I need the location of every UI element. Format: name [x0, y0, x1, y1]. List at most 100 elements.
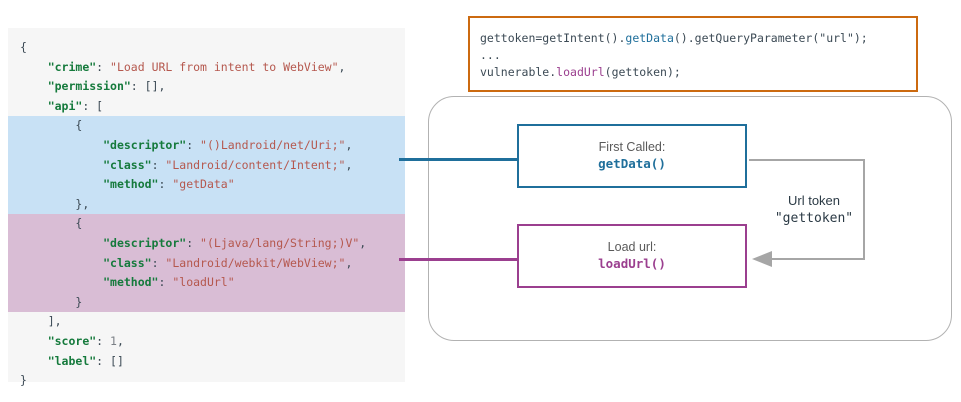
json-string: "loadUrl"	[172, 275, 235, 290]
json-punct: :	[158, 177, 173, 192]
json-indent	[20, 158, 103, 172]
json-key: "descriptor"	[103, 235, 187, 250]
json-line: "api": [	[8, 97, 405, 117]
url-token-value: "gettoken"	[774, 211, 854, 226]
json-key: "label"	[47, 353, 97, 368]
json-key: "api"	[47, 98, 83, 113]
json-punct: :	[186, 235, 201, 250]
json-punct: {	[75, 216, 83, 231]
json-indent	[20, 236, 103, 250]
json-line: "permission": [],	[8, 77, 405, 97]
connector-json-to-getdata	[399, 158, 519, 161]
json-punct: : [],	[130, 79, 166, 94]
code-method-getdata: getData	[625, 31, 674, 45]
json-punct: {	[20, 40, 27, 54]
json-indent	[20, 354, 48, 368]
json-number: 1	[110, 333, 117, 348]
json-line: {	[8, 116, 405, 136]
connector-token-bottom-segment	[772, 258, 865, 260]
json-line: "crime": "Load URL from intent to WebVie…	[8, 58, 405, 78]
json-punct: : [	[82, 98, 104, 113]
code-text: (gettoken);	[604, 65, 681, 79]
connector-json-to-loadurl	[399, 258, 519, 261]
json-string: "(Ljava/lang/String;)V"	[200, 235, 360, 250]
json-key: "score"	[47, 333, 97, 348]
json-string: "()Landroid/net/Uri;"	[200, 137, 346, 152]
json-punct: ,	[338, 59, 346, 74]
json-indent	[20, 177, 103, 191]
json-punct: ,	[345, 137, 353, 152]
json-punct: ],	[47, 314, 62, 329]
json-punct: ,	[116, 333, 124, 348]
json-line: "descriptor": "(Ljava/lang/String;)V",	[8, 233, 405, 254]
connector-arrowhead-icon	[752, 251, 772, 267]
url-token-annotation: Url token "gettoken"	[762, 192, 866, 228]
connector-token-top-segment	[749, 159, 865, 161]
code-line: vulnerable.loadUrl(gettoken);	[480, 64, 916, 81]
json-key: "permission"	[47, 79, 131, 94]
json-line: "method": "loadUrl"	[8, 273, 405, 293]
code-text: ().getQueryParameter("url");	[673, 31, 868, 45]
json-line: "label": []	[8, 352, 405, 372]
json-line: }	[8, 292, 405, 313]
json-indent	[20, 99, 48, 113]
json-line: {	[8, 214, 405, 234]
json-punct: }	[75, 294, 83, 309]
flow-group-container	[428, 96, 952, 341]
json-indent	[20, 197, 75, 211]
json-line: "descriptor": "()Landroid/net/Uri;",	[8, 135, 405, 156]
json-key: "class"	[103, 157, 152, 172]
json-key: "method"	[103, 275, 159, 290]
json-string: "Landroid/content/Intent;"	[165, 157, 346, 172]
json-line: "class": "Landroid/webkit/WebView;",	[8, 253, 405, 274]
code-text: gettoken=getIntent().	[480, 31, 626, 45]
json-punct: ,	[345, 255, 353, 270]
json-line: "method": "getData"	[8, 175, 405, 195]
flow-box-loadurl[interactable]: Load url: loadUrl()	[517, 224, 747, 288]
analysis-result-json-panel: { "crime": "Load URL from intent to WebV…	[8, 28, 405, 387]
flow-box-loadurl-function: loadUrl()	[598, 256, 666, 271]
code-line: ...	[480, 47, 916, 64]
json-punct: :	[151, 255, 166, 270]
json-punct: :	[96, 333, 111, 348]
json-indent	[20, 138, 103, 152]
url-token-title: Url token	[787, 193, 841, 208]
json-line: ],	[8, 312, 405, 332]
json-string: "Load URL from intent to WebView"	[110, 59, 339, 74]
json-indent	[20, 275, 103, 289]
json-indent	[20, 216, 75, 230]
json-indent	[20, 118, 75, 132]
json-key: "descriptor"	[103, 137, 187, 152]
json-indent	[20, 334, 48, 348]
json-key: "method"	[103, 177, 159, 192]
code-text: ...	[480, 48, 501, 62]
json-indent	[20, 60, 48, 74]
code-line: gettoken=getIntent().getData().getQueryP…	[480, 30, 916, 47]
json-punct: :	[186, 137, 201, 152]
json-punct: },	[75, 196, 90, 211]
json-punct: :	[151, 157, 166, 172]
json-punct: {	[75, 118, 83, 133]
code-method-loadurl: loadUrl	[556, 65, 605, 79]
json-line: {	[8, 38, 405, 58]
json-punct: : []	[96, 353, 124, 368]
json-key: "class"	[103, 255, 152, 270]
json-punct: :	[96, 59, 111, 74]
flow-box-getdata[interactable]: First Called: getData()	[517, 124, 747, 188]
json-punct: :	[158, 275, 173, 290]
flow-box-getdata-label: First Called:	[598, 140, 666, 154]
json-indent	[20, 295, 75, 309]
code-text: vulnerable.	[480, 65, 557, 79]
json-indent	[20, 79, 48, 93]
flow-box-getdata-function: getData()	[598, 156, 666, 171]
json-indent	[20, 256, 103, 270]
vulnerable-code-snippet-box: gettoken=getIntent().getData().getQueryP…	[468, 16, 918, 92]
json-line: }	[8, 371, 405, 391]
json-string: "getData"	[172, 177, 235, 192]
json-key: "crime"	[47, 59, 97, 74]
flow-box-loadurl-label: Load url:	[607, 240, 657, 254]
json-line: },	[8, 194, 405, 215]
json-punct: ,	[359, 235, 367, 250]
json-indent	[20, 314, 48, 328]
